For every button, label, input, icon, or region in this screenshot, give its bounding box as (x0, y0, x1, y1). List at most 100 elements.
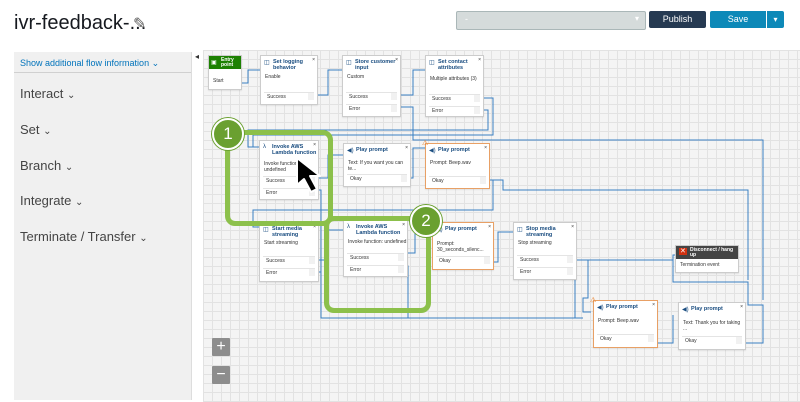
branch-error[interactable]: Error (429, 106, 480, 115)
close-icon[interactable]: × (313, 224, 316, 230)
play-prompt-block-2[interactable]: ⚠ ◀) Play prompt × Prompt: Beep.wav Okay (422, 140, 490, 189)
sidebar-group-set[interactable]: Set ⌄ (20, 122, 52, 137)
lambda-icon: λ (347, 224, 350, 230)
sidebar-group-integrate[interactable]: Integrate ⌄ (20, 193, 83, 208)
chevron-down-icon: ⌄ (151, 58, 160, 68)
block-subtitle: Termination event (680, 262, 720, 268)
close-icon[interactable]: × (313, 142, 316, 148)
block-subtitle: Custom (347, 74, 365, 80)
invoke-lambda-block-2[interactable]: λ Invoke AWS Lambda function × Invoke fu… (343, 220, 408, 277)
close-icon[interactable]: × (405, 145, 408, 151)
store-customer-input-block[interactable]: ◫ Store customer input × Custom Success … (342, 55, 401, 117)
chevron-down-icon: ⌄ (43, 126, 52, 137)
entry-header (209, 56, 241, 69)
top-bar: ivr-feedback-... ✎ - ▾ Publish Save ▾ (0, 0, 800, 44)
sidebar-group-terminate-transfer[interactable]: Terminate / Transfer ⌄ (20, 229, 148, 244)
show-flow-info-link[interactable]: Show additional flow information ⌄ (20, 58, 159, 69)
close-icon[interactable]: × (484, 145, 487, 151)
sidebar-group-branch[interactable]: Branch ⌄ (20, 158, 73, 173)
close-icon[interactable]: × (402, 222, 405, 228)
flow-canvas[interactable]: ▣ Entry point Start ◫ Set logging behavi… (203, 50, 800, 402)
branch-success[interactable]: Success (263, 256, 315, 265)
block-subtitle: Invoke function: undefined (264, 161, 300, 173)
branch-label: Okay (600, 336, 612, 342)
branch-okay[interactable]: Okay (436, 256, 490, 265)
pencil-icon[interactable]: ✎ (133, 16, 147, 33)
set-contact-attributes-block[interactable]: ◫ Set contact attributes × Multiple attr… (425, 55, 484, 117)
branch-error[interactable]: Error (347, 265, 404, 274)
stop-media-streaming-block[interactable]: ◫ Stop media streaming × Stop streaming … (513, 222, 577, 280)
close-icon[interactable]: × (571, 224, 574, 230)
zoom-in-button[interactable]: + (212, 338, 230, 356)
save-button[interactable]: Save (710, 11, 766, 28)
branch-error[interactable]: Error (263, 268, 315, 277)
flow-title[interactable]: ivr-feedback-... (14, 12, 147, 34)
callout-highlight-1 (225, 130, 333, 226)
sidebar-group-label: Interact (20, 86, 64, 101)
branch-success[interactable]: Success (346, 92, 397, 101)
callout-badge-2: 2 (410, 205, 442, 237)
branch-error[interactable]: Error (346, 104, 397, 113)
branch-label: Okay (432, 178, 444, 184)
play-prompt-block-4[interactable]: ⚠ ◀) Play prompt × Prompt: Beep.wav Okay (590, 297, 658, 348)
branch-okay[interactable]: Okay (597, 334, 654, 343)
close-icon[interactable]: × (652, 302, 655, 308)
zoom-out-button[interactable]: − (212, 366, 230, 384)
branch-okay[interactable]: Okay (347, 174, 407, 183)
callout-badge-1: 1 (212, 118, 244, 150)
branch-label: Okay (685, 338, 697, 344)
close-icon[interactable]: × (312, 57, 315, 63)
invoke-lambda-block-1[interactable]: λ Invoke AWS Lambda function × Invoke fu… (259, 140, 319, 200)
entry-branch-start[interactable]: Start (213, 78, 224, 84)
branch-label: Error (350, 267, 362, 273)
block-title: Play prompt (606, 304, 638, 310)
branch-label: Error (266, 270, 278, 276)
chevron-down-icon: ▾ (634, 14, 639, 23)
block-title: Set contact attributes (438, 59, 468, 71)
callout-highlight-2 (324, 216, 431, 313)
branch-success[interactable]: Success (429, 94, 480, 103)
block-title: Invoke AWS Lambda function (356, 224, 401, 236)
entry-point-block[interactable]: ▣ Entry point Start (208, 55, 242, 90)
store-input-icon: ◫ (346, 60, 352, 66)
version-select[interactable]: - ▾ (456, 11, 646, 30)
set-logging-block[interactable]: ◫ Set logging behavior × Enable Success (260, 55, 318, 105)
warning-icon: ⚠ (590, 297, 597, 304)
block-title: Disconnect / hang up (690, 247, 734, 258)
branch-okay[interactable]: Okay (682, 336, 742, 345)
close-icon[interactable]: × (478, 57, 481, 63)
speaker-icon: ◀) (682, 307, 689, 313)
play-prompt-block-3[interactable]: ◀) Play prompt × Prompt: 30_seconds_sile… (432, 222, 494, 270)
publish-button[interactable]: Publish (649, 11, 706, 28)
branch-okay[interactable]: Okay (429, 176, 486, 185)
branch-error[interactable]: Error (517, 267, 573, 276)
block-subtitle: Text: If you want you can te... (348, 160, 404, 172)
branch-success[interactable]: Success (264, 92, 314, 101)
collapse-sidebar-button[interactable]: ◂ (192, 52, 202, 66)
entry-title: Entry point (221, 57, 234, 68)
block-title: Play prompt (691, 306, 723, 312)
speaker-icon: ◀) (436, 227, 443, 233)
close-icon[interactable]: × (395, 57, 398, 63)
branch-success[interactable]: Success (517, 255, 573, 264)
block-subtitle: Stop streaming (518, 240, 552, 246)
save-dropdown-button[interactable]: ▾ (767, 11, 784, 28)
block-subtitle: Invoke function: undefined (348, 239, 407, 245)
disconnect-block[interactable]: ✕ Disconnect / hang up Termination event (675, 245, 739, 273)
branch-label: Error (520, 269, 532, 275)
sidebar-group-label: Set (20, 122, 40, 137)
block-title: Play prompt (356, 147, 388, 153)
play-prompt-block-1[interactable]: ◀) Play prompt × Text: If you want you c… (343, 143, 411, 187)
show-flow-info-label: Show additional flow information (20, 58, 150, 68)
block-title: Stop media streaming (526, 226, 556, 238)
chevron-down-icon: ⌄ (64, 162, 74, 173)
branch-label: Success (520, 257, 539, 263)
chevron-down-icon: ⌄ (66, 90, 76, 101)
close-icon[interactable]: × (488, 224, 491, 230)
start-media-streaming-block[interactable]: ◫ Start media streaming × Start streamin… (259, 222, 319, 282)
branch-success[interactable]: Success (347, 253, 404, 262)
sidebar-group-interact[interactable]: Interact ⌄ (20, 86, 75, 101)
play-prompt-block-5[interactable]: ◀) Play prompt × Text: Thank you for tak… (678, 302, 746, 350)
close-icon[interactable]: × (740, 304, 743, 310)
sidebar-group-label: Terminate / Transfer (20, 229, 136, 244)
